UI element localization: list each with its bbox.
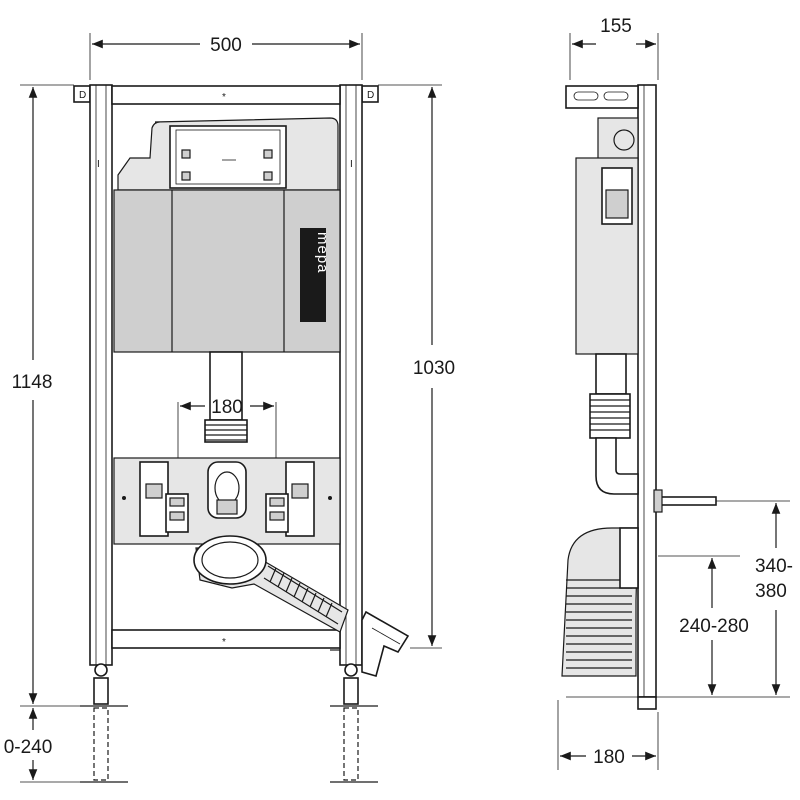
bolt-spacing-label: 180	[211, 397, 243, 418]
flush-pipe	[209, 351, 243, 421]
left-foot	[80, 663, 128, 783]
inlet-height-label: 240-280	[679, 616, 749, 637]
svg-text:I: I	[97, 159, 100, 170]
svg-text:D: D	[367, 90, 374, 101]
svg-text:D: D	[79, 90, 86, 101]
bottom-depth-label: 180	[593, 747, 625, 768]
foot-adjust-label: 0-240	[4, 737, 53, 758]
inlet-height-dimension: 240-280	[658, 555, 749, 695]
total-height-dimension: 1148	[12, 84, 74, 704]
brand-label: mepa	[314, 232, 331, 274]
svg-text:*: *	[222, 92, 226, 103]
waste-pipe-bend	[193, 535, 349, 633]
frame-height-label: 1030	[413, 358, 455, 379]
frame-height-dimension: 1030	[378, 84, 455, 649]
side-frame-upright	[637, 84, 657, 698]
top-bracket	[565, 85, 639, 109]
right-foot	[330, 663, 378, 783]
side-waste-bend	[561, 527, 639, 677]
front-view: 500 D D * * I I	[4, 33, 455, 783]
bottom-depth-dimension: 180	[557, 700, 659, 770]
svg-text:*: *	[222, 637, 226, 648]
total-height-label: 1148	[12, 372, 53, 393]
bottom-crossbar	[111, 629, 341, 649]
left-upright	[89, 84, 113, 666]
side-bellows	[589, 393, 631, 439]
outlet-height-dimension: 340- 380	[716, 500, 793, 695]
outlet-height-label-line1: 340-	[755, 556, 793, 577]
top-crossbar	[111, 85, 341, 105]
foot-adjust-dimension: 0-240	[4, 705, 80, 783]
width-dimension: 500	[89, 33, 363, 80]
right-upright	[339, 84, 363, 666]
waste-outlet-elbow	[361, 610, 410, 677]
flush-pipe-bellows	[204, 419, 248, 443]
side-view: 155	[557, 16, 793, 770]
depth-label: 155	[600, 16, 632, 37]
depth-dimension: 155	[569, 16, 659, 80]
svg-text:I: I	[350, 159, 353, 170]
outlet-height-label-line2: 380	[755, 581, 787, 602]
width-label: 500	[210, 35, 242, 56]
flush-connector-rod	[655, 496, 717, 506]
